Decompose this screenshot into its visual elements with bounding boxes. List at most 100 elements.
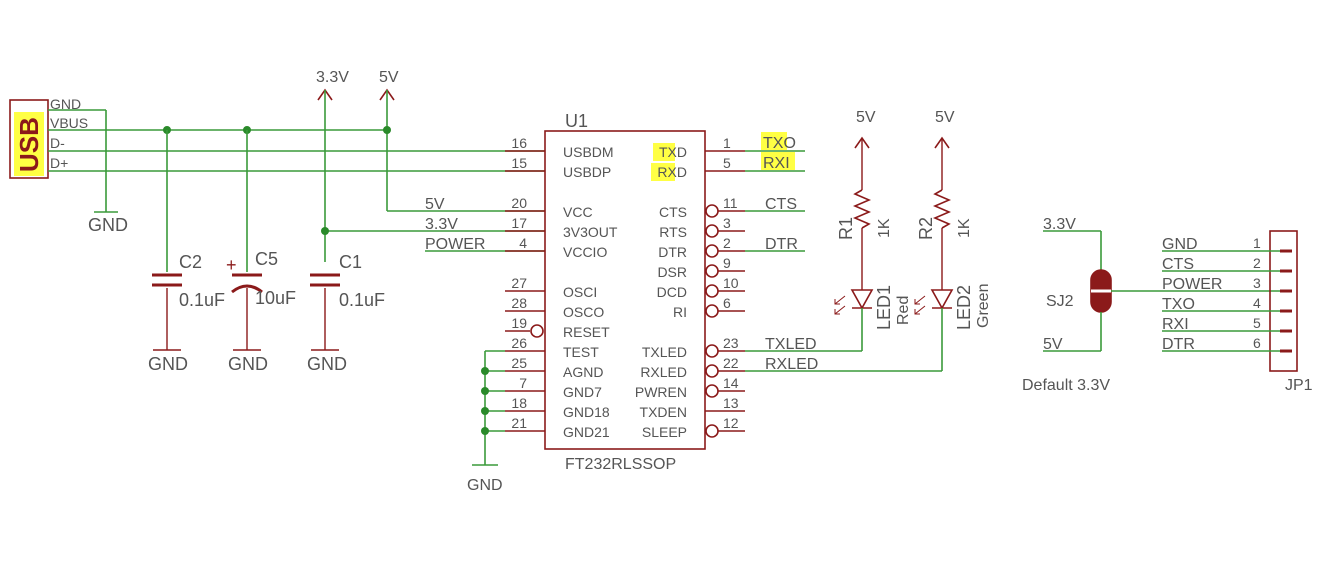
u1-pin-name-txd: TXD <box>659 144 687 160</box>
led1-name: LED1 <box>874 285 894 330</box>
u1-pin-num: 6 <box>723 295 731 311</box>
capacitor-c2: C2 0.1uF GND <box>148 130 225 374</box>
u1-pin23-bubble <box>705 344 719 358</box>
u1-pin-num: 9 <box>723 255 731 271</box>
u1-pin-name: OSCO <box>563 304 604 320</box>
u1-pin-name: TXDEN <box>640 404 687 420</box>
txd-highlight <box>653 143 675 161</box>
c5-plate-curved <box>231 284 263 294</box>
u1-pin-name-rxd: RXD <box>657 164 687 180</box>
u1-pin-name: RI <box>673 304 687 320</box>
led1-arrow-2 <box>834 305 846 315</box>
u1-pin-num: 28 <box>511 295 527 311</box>
txo-highlight <box>761 132 787 150</box>
r1-name: R1 <box>836 217 856 240</box>
r2-rail-label: 5V <box>935 109 955 126</box>
junction-gnd <box>481 407 489 415</box>
u1-pin-name: VCC <box>563 204 593 220</box>
jp1-net: RXI <box>1162 316 1189 333</box>
usb-label: USB <box>14 117 44 172</box>
led1-color: Red <box>895 296 912 325</box>
u1-pin-name: USBDP <box>563 164 611 180</box>
r1-rail-label: 5V <box>856 109 876 126</box>
u1-pin-num: 2 <box>723 235 731 251</box>
solder-jumper-sj2: 3.3V 5V SJ2 Default 3.3V <box>1022 216 1280 394</box>
c2-gnd-label: GND <box>148 354 188 374</box>
sj2-name: SJ2 <box>1046 293 1074 310</box>
usb-pin-dminus: D- <box>50 135 65 151</box>
u1-part: FT232RLSSOP <box>565 456 676 473</box>
net-label-cts: CTS <box>765 196 797 213</box>
net-label-rxi: RXI <box>763 155 790 172</box>
r1-value: 1K <box>876 218 893 238</box>
u1-pin-name: OSCI <box>563 284 597 300</box>
u1-pin-name: GND7 <box>563 384 602 400</box>
r2-resistor <box>932 189 952 229</box>
usb-pin-gnd: GND <box>50 96 81 112</box>
u1-pin-name: DCD <box>657 284 687 300</box>
jp1-net: CTS <box>1162 256 1194 273</box>
u1-pin-name: 3V3OUT <box>563 224 618 240</box>
junction-5v <box>383 126 391 134</box>
rxi-highlight <box>761 152 795 170</box>
sj2-bottom-label: 5V <box>1043 336 1063 353</box>
u1-pin-num: 25 <box>511 355 527 371</box>
jp1-pin-num: 3 <box>1253 275 1261 291</box>
u1-pin-name: RXLED <box>640 364 687 380</box>
u1-pin-num: 16 <box>511 135 527 151</box>
led2-arrow-2 <box>914 305 926 315</box>
u1-pin-num: 18 <box>511 395 527 411</box>
u1-pin-name: GND18 <box>563 404 610 420</box>
u1-pin-num: 12 <box>723 415 739 431</box>
u1-pin-num: 3 <box>723 215 731 231</box>
jp1-pin-num: 1 <box>1253 235 1261 251</box>
net-label-dtr: DTR <box>765 236 798 253</box>
net-label-txled: TXLED <box>765 336 817 353</box>
u1-pin-num: 4 <box>519 235 527 251</box>
net-label-5v: 5V <box>425 196 445 213</box>
u1-pin-name: DTR <box>658 244 687 260</box>
c5-value: 10uF <box>255 288 296 308</box>
usb-connector: USB GND VBUS D- D+ GND <box>9 96 545 235</box>
junction-gnd <box>481 427 489 435</box>
u1-gnd-label: GND <box>467 477 503 494</box>
jp1-pin-num: 5 <box>1253 315 1261 331</box>
r2-name: R2 <box>916 217 936 240</box>
u1-pin-name: GND21 <box>563 424 610 440</box>
led-circuit-1: 5V R1 1K LED1 Red <box>834 109 912 351</box>
header-jp1: GND CTS POWER TXO RXI DTR 1 2 3 4 5 6 JP… <box>1162 230 1313 394</box>
u1-pin-num: 14 <box>723 375 739 391</box>
u1-pin-num: 15 <box>511 155 527 171</box>
u1-pin22-bubble <box>705 364 719 378</box>
u1-body <box>544 130 706 450</box>
u1-pin2-bubble <box>705 244 719 258</box>
u1-pin-name: RTS <box>659 224 687 240</box>
u1-pin-name: USBDM <box>563 144 614 160</box>
jp1-body <box>1269 230 1298 372</box>
u1-pin-num: 10 <box>723 275 739 291</box>
led2-triangle <box>930 289 954 310</box>
u1-pin-name: SLEEP <box>642 424 687 440</box>
usb-label-highlight <box>14 112 44 176</box>
net-label-power: POWER <box>425 236 485 253</box>
c5-polarity: + <box>226 255 237 275</box>
u1-pin-name: VCCIO <box>563 244 607 260</box>
r1-resistor <box>852 189 872 229</box>
u1-pin14-bubble <box>705 384 719 398</box>
c1-gnd-label: GND <box>307 354 347 374</box>
jp1-name: JP1 <box>1285 377 1313 394</box>
u1-pin-num: 17 <box>511 215 527 231</box>
c1-name: C1 <box>339 252 362 272</box>
u1-pin-name: RESET <box>563 324 610 340</box>
c1-value: 0.1uF <box>339 290 385 310</box>
net-label-txo: TXO <box>763 135 796 152</box>
r2-value: 1K <box>956 218 973 238</box>
sj2-top-label: 3.3V <box>1043 216 1076 233</box>
u1-pin12-bubble <box>705 424 719 438</box>
jp1-net: POWER <box>1162 276 1222 293</box>
u1-pin-num: 1 <box>723 135 731 151</box>
led1-triangle <box>850 289 874 310</box>
u1-pin-num: 20 <box>511 195 527 211</box>
u1-pin-num: 26 <box>511 335 527 351</box>
power-rails: 3.3V 5V <box>163 69 545 262</box>
